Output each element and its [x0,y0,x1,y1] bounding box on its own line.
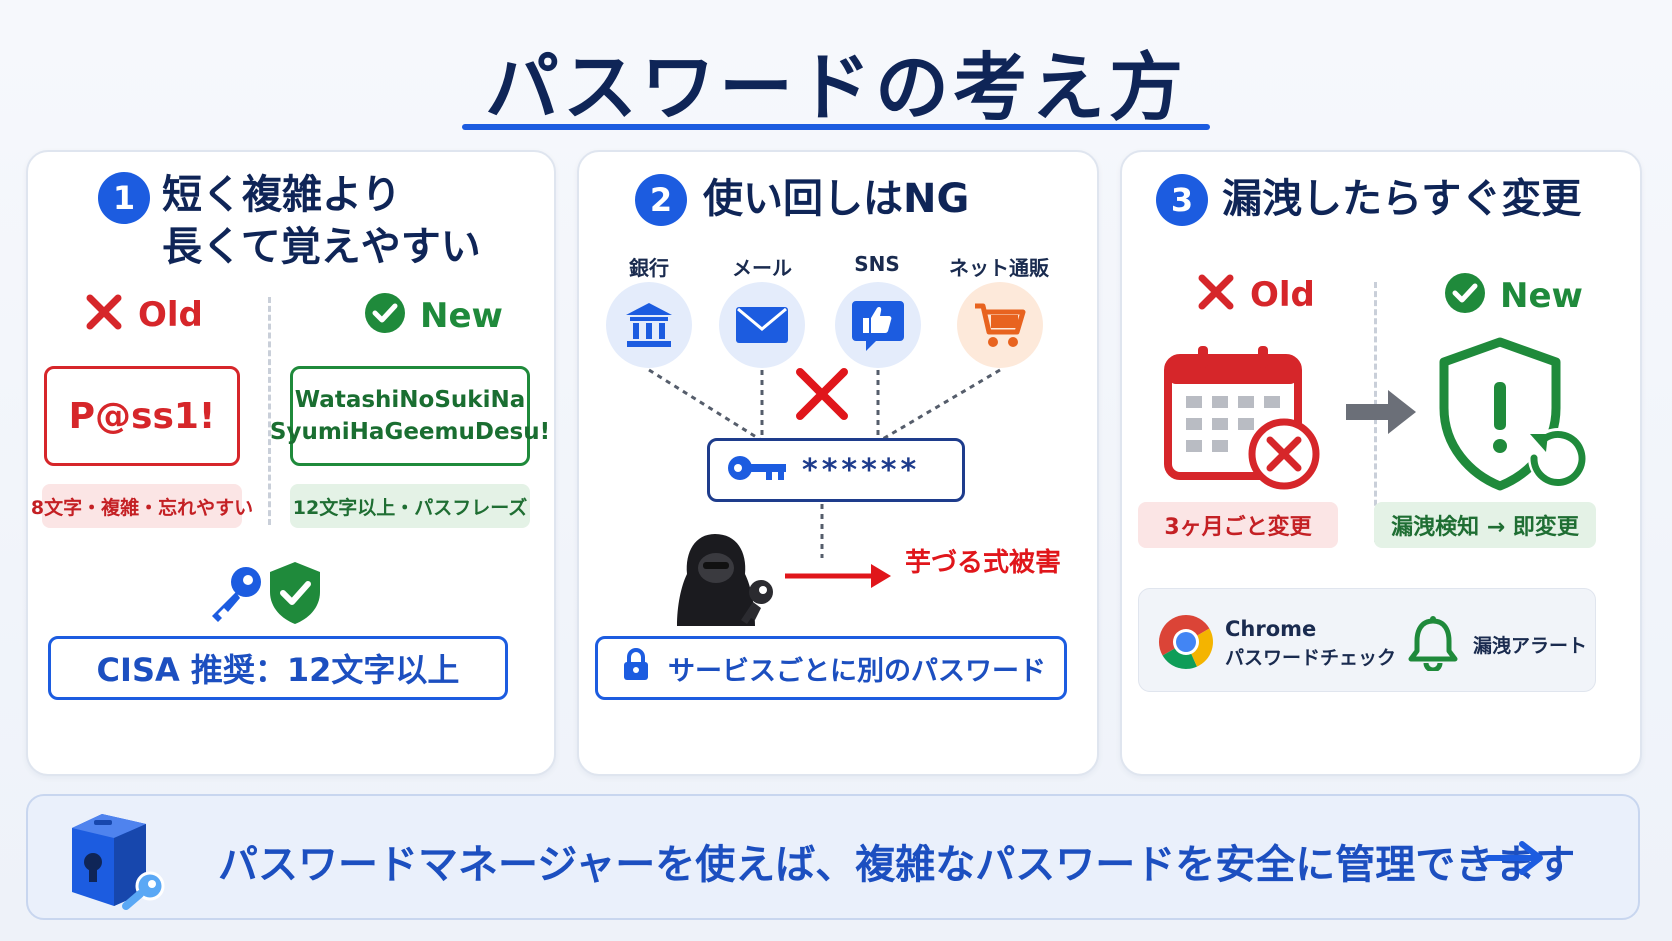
title-underline [462,124,1210,130]
new-password-line1: WatashiNoSukiNa [294,387,526,413]
old-label-3: Old [1250,275,1315,315]
shield-alert-refresh-icon [1434,336,1594,502]
key-icon [204,562,266,628]
check-circle-icon [364,292,406,343]
banner-text: パスワードマネージャーを使えば、複雑なパスワードを安全に管理できます [218,842,1576,888]
old-note: 8文字・複雑・忘れやすい [31,484,253,528]
lock-icon [622,647,650,689]
new-label: New [420,296,503,336]
new-password-box: WatashiNoSukiNa SyumiHaGeemuDesu! [270,366,550,466]
step-number-2: 2 [635,174,687,226]
connection-lines [648,368,1001,442]
unique-password-note: サービスごとに別のパスワード [595,636,1067,700]
hacker-icon [675,530,785,634]
breach-detect-note: 漏洩検知 → 即変更 [1374,502,1596,548]
calendar-cross-icon [1164,342,1320,494]
cisa-recommendation: CISA 推奨：12文字以上 [48,636,508,700]
panel-length: 1 短く複雑より 長くて覚えやすい Old New P@ss1! Watashi… [26,150,556,776]
attack-path [785,504,891,588]
service-label-shopping: ネット通販 [949,256,1049,280]
cart-icon [957,282,1043,368]
old-password: P@ss1! [68,395,216,437]
thumbs-up-icon [835,282,921,368]
service-label-mail: メール [732,256,792,280]
panel3-heading: 漏洩したらすぐ変更 [1222,176,1582,222]
divider [268,297,271,525]
cross-icon [84,292,124,341]
page-title: パスワードの考え方 [485,45,1187,131]
old-tag-3: Old [1196,272,1315,321]
tools-box: Chrome パスワードチェック 漏洩アラート [1138,588,1596,692]
panel1-heading-line1: 短く複雑より [162,172,402,218]
password-key-icon [726,453,788,487]
step-number-1: 1 [98,172,150,224]
shield-check-icon [266,560,324,630]
chrome-label: Chrome [1225,617,1317,641]
step-number-3: 3 [1156,174,1208,226]
arrow-right-icon [1484,838,1548,882]
old-tag: Old [84,292,203,341]
panel-breach: 3 漏洩したらすぐ変更 Old New [1120,150,1642,776]
new-note: 12文字以上・パスフレーズ [290,484,530,528]
bank-icon [606,282,692,368]
new-label-3: New [1500,276,1583,316]
breach-alert-label: 漏洩アラート [1473,635,1588,657]
old-password-box: P@ss1! [44,366,240,466]
shared-password-field: ****** [707,438,965,502]
cross-icon [1196,272,1236,321]
password-manager-banner: パスワードマネージャーを使えば、複雑なパスワードを安全に管理できます [26,794,1640,920]
panel2-heading: 使い回しはNG [703,176,970,222]
service-label-sns: SNS [854,252,900,276]
new-password-line2: SyumiHaGeemuDesu! [269,419,551,445]
arrow-right-icon [1344,386,1418,442]
mail-icon [719,282,805,368]
unique-password-text: サービスごとに別のパスワード [668,655,1046,687]
old-label: Old [138,295,203,335]
panel-reuse: 2 使い回しはNG 銀行 メール SNS ネット通販 [577,150,1099,776]
vault-key-icon [62,806,172,914]
check-circle-icon [1444,272,1486,323]
password-check-label: パスワードチェック [1225,647,1397,669]
panel1-heading-line2: 長くて覚えやすい [162,224,481,270]
chrome-icon [1157,613,1215,675]
bell-icon [1407,615,1459,675]
service-label-bank: 銀行 [629,256,669,280]
prohibited-cross-icon [794,366,850,426]
chain-damage-label: 芋づる式被害 [905,548,1062,578]
old-rotation-note: 3ヶ月ごと変更 [1138,502,1338,548]
new-tag-3: New [1444,272,1583,323]
password-mask: ****** [802,452,921,488]
new-tag: New [364,292,503,343]
